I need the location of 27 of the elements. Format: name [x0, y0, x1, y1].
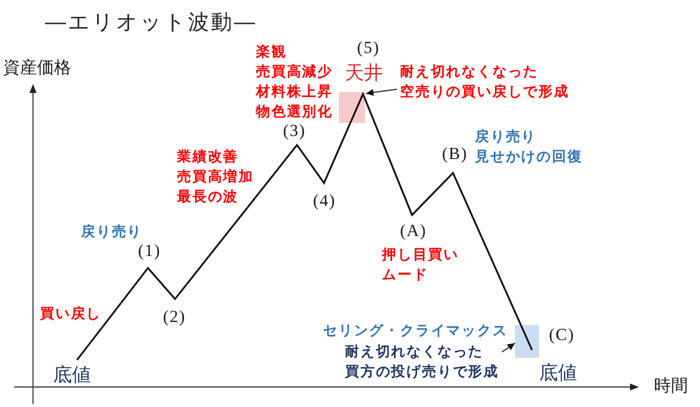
highlight-box	[515, 325, 539, 358]
wave-number: (4)	[313, 191, 336, 211]
peak-label: 天井	[345, 62, 383, 84]
wave-number: (1)	[138, 241, 161, 261]
axis-label: 時間	[654, 375, 688, 397]
axis-label: 資産価格	[3, 57, 71, 79]
leader-arrow	[366, 88, 398, 96]
note-text: 押し目買いムード	[382, 246, 459, 285]
note-text: 業績改善売買高増加最長の波	[177, 148, 254, 207]
bottom-label: 底値	[53, 364, 91, 386]
note-text: セリング・クライマックス	[323, 322, 508, 341]
wave-number: (B)	[442, 144, 468, 164]
note-text: 買い戻し	[40, 305, 102, 324]
leader-arrow	[502, 342, 516, 352]
wave-number: (2)	[163, 307, 186, 327]
highlight-box	[339, 92, 365, 123]
wave-number: (C)	[549, 325, 575, 345]
wave-number: (3)	[283, 121, 306, 141]
bottom-label: 底値	[539, 362, 577, 384]
callout-text: 耐え切れなくなった買方の投げ売りで形成	[345, 342, 499, 382]
note-text: 戻り売り見せかけの回復	[475, 128, 583, 167]
title: ―エリオット波動―	[45, 9, 257, 36]
wave-number: (5)	[357, 38, 380, 58]
note-text: 楽観売買高減少材料株上昇物色選別化	[256, 43, 333, 122]
callout-text: 耐え切れなくなった空売りの買い戻しで形成	[400, 62, 570, 102]
wave-number: (A)	[400, 221, 427, 241]
note-text: 戻り売り	[81, 223, 143, 242]
